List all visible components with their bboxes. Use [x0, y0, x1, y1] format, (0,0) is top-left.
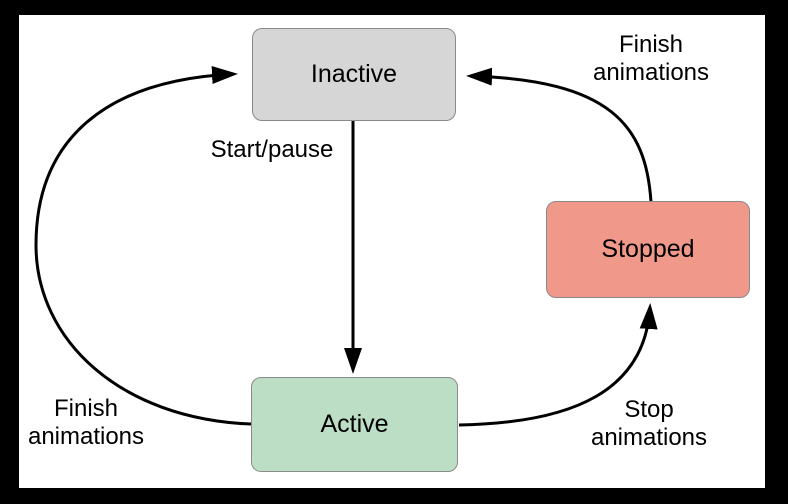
edge-label-start-pause-line: Start/pause	[210, 136, 334, 163]
edge-label-finish-animations-left-line2: animations	[27, 423, 145, 450]
node-stopped: Stopped	[546, 201, 750, 298]
edge-stop-animations-arrow	[458, 303, 658, 427]
edge-label-stop-animations-line2: animations	[590, 424, 708, 451]
edge-finish-animations-left-arrow	[34, 66, 252, 426]
edge-label-finish-animations-left-line1: Finish	[53, 395, 119, 422]
edge-label-finish-animations-left: Finish animations	[28, 395, 144, 451]
edges-group	[34, 66, 658, 427]
edge-label-stop-animations: Stop animations	[591, 396, 707, 452]
edge-label-start-pause: Start/pause	[211, 136, 334, 164]
edge-label-stop-animations-line1: Stop	[624, 396, 674, 423]
node-stopped-label: Stopped	[601, 235, 695, 263]
edge-label-finish-animations-top-line1: Finish	[618, 31, 684, 58]
edge-finish-animations-top-arrow	[466, 67, 653, 203]
node-inactive-label: Inactive	[310, 60, 398, 88]
node-active-label: Active	[320, 410, 389, 438]
node-inactive: Inactive	[252, 28, 456, 121]
node-active: Active	[251, 377, 458, 472]
edge-label-finish-animations-top-line2: animations	[592, 59, 710, 86]
edge-label-finish-animations-top: Finish animations	[593, 31, 709, 87]
